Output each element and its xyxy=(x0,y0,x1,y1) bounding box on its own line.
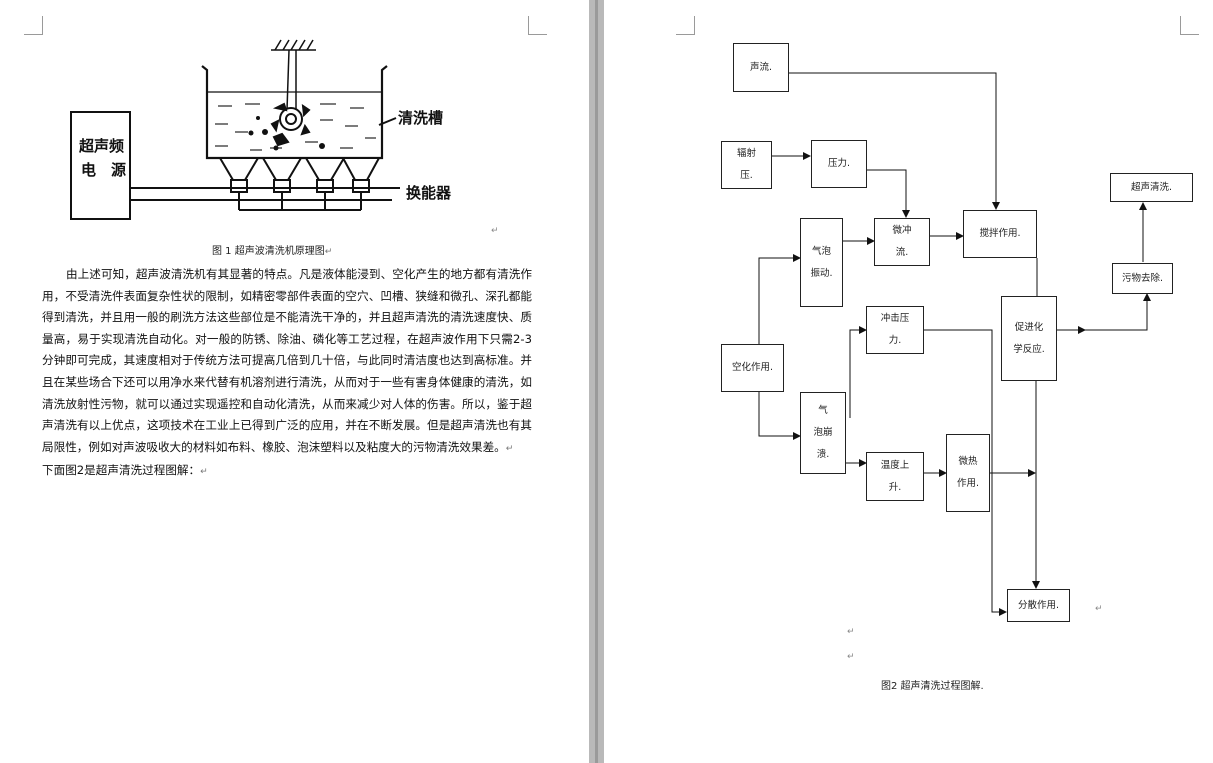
box-chemical-reaction: 促进化学反应. xyxy=(1001,296,1057,381)
box-bubble-collapse: 气泡崩溃. xyxy=(800,392,846,474)
box-label: 泡崩 xyxy=(813,427,833,438)
figure2-caption: 图2 超声清洗过程图解. xyxy=(881,681,984,692)
figure1-caption: 图 1 超声波清洗机原理图↵ xyxy=(212,242,332,257)
crop-mark-top-left xyxy=(676,16,695,35)
figure1-caption-text: 图 1 超声波清洗机原理图 xyxy=(212,246,325,257)
box-label: 辐射 xyxy=(736,148,756,159)
box-label: 声流. xyxy=(749,61,773,73)
crop-mark-top-left xyxy=(24,16,43,35)
box-label: 气泡 xyxy=(811,245,831,257)
label-power-line2: 电 源 xyxy=(81,161,126,179)
crop-mark-top-right xyxy=(528,16,547,35)
box-label: 学反应. xyxy=(1013,343,1045,355)
paragraph-mark: ↵ xyxy=(1095,604,1103,614)
paragraph-1: 由上述可知，超声波清洗机有其显著的特点。凡是液体能浸到、空化产生的地方都有清洗作… xyxy=(42,264,532,460)
paragraph-mark: ↵ xyxy=(491,226,499,236)
label-transducer: 换能器 xyxy=(406,184,452,202)
paragraph-2-text: 下面图2是超声清洗过程图解： xyxy=(42,463,201,478)
box-label: 气 xyxy=(818,405,828,416)
box-label: 促进化 xyxy=(1014,321,1044,333)
paragraph-mark: ↵ xyxy=(505,443,514,454)
label-power-line1: 超声频 xyxy=(78,137,124,155)
box-dirt-removal: 污物去除. xyxy=(1112,263,1173,294)
box-label: 振动. xyxy=(810,267,833,279)
box-label: 微热 xyxy=(958,456,978,467)
box-label: 作用. xyxy=(956,478,980,489)
box-label: 分散作用. xyxy=(1017,599,1060,611)
paragraph-mark: ↵ xyxy=(324,247,333,257)
box-bubble-vibration: 气泡振动. xyxy=(800,218,843,307)
paragraph-mark: ↵ xyxy=(847,627,855,637)
paragraph-mark: ↵ xyxy=(200,467,208,478)
box-label: 搅拌作用. xyxy=(979,228,1021,239)
box-label: 流. xyxy=(895,247,909,258)
box-label: 污物去除. xyxy=(1121,272,1164,284)
box-label: 微冲 xyxy=(892,225,912,236)
box-acoustic-streaming: 声流. xyxy=(733,43,789,92)
box-label: 压. xyxy=(740,170,753,181)
box-dispersion: 分散作用. xyxy=(1007,589,1070,622)
page-gap xyxy=(589,0,604,763)
box-microstreaming: 微冲流. xyxy=(874,218,930,266)
box-label: 压力. xyxy=(827,158,851,169)
box-ultrasonic-cleaning: 超声清洗. xyxy=(1110,173,1193,202)
box-label: 温度上 xyxy=(880,459,910,471)
box-cavitation: 空化作用. xyxy=(721,344,784,392)
paragraph-1-text: 由上述可知，超声波清洗机有其显著的特点。凡是液体能浸到、空化产生的地方都有清洗作… xyxy=(42,267,532,454)
left-page: 清洗槽 换能器 超声频 电 源 ↵ 图 1 超声波清洗机原理图↵ 由上述可知，超… xyxy=(0,0,589,763)
paragraph-mark: ↵ xyxy=(847,652,855,662)
box-label: 力. xyxy=(888,335,902,346)
box-label: 升. xyxy=(888,481,902,493)
figure1-cleaner-diagram: 清洗槽 换能器 超声频 电 源 xyxy=(70,39,452,220)
box-label: 溃. xyxy=(816,449,830,460)
box-radiation-pressure: 辐射压. xyxy=(721,141,772,189)
right-page: 声流. 辐射压. 压力. 气泡振动. 微冲流. 搅拌作用. 超声清洗. 污物去除… xyxy=(604,0,1213,763)
label-cleaning-tank: 清洗槽 xyxy=(398,109,443,127)
figure2-connectors xyxy=(758,72,1151,616)
box-label: 空化作用. xyxy=(731,362,774,373)
body-text: 由上述可知，超声波清洗机有其显著的特点。凡是液体能浸到、空化产生的地方都有清洗作… xyxy=(42,264,532,484)
box-label: 冲击压 xyxy=(880,313,910,324)
box-temperature-rise: 温度上升. xyxy=(866,452,924,501)
paragraph-2: 下面图2是超声清洗过程图解：↵ xyxy=(42,460,532,484)
box-label: 超声清洗. xyxy=(1130,181,1173,193)
crop-mark-top-right xyxy=(1180,16,1199,35)
box-pressure: 压力. xyxy=(811,140,867,188)
box-micro-heat: 微热作用. xyxy=(946,434,990,512)
box-shock-pressure: 冲击压力. xyxy=(866,306,924,354)
box-stirring: 搅拌作用. xyxy=(963,210,1037,258)
